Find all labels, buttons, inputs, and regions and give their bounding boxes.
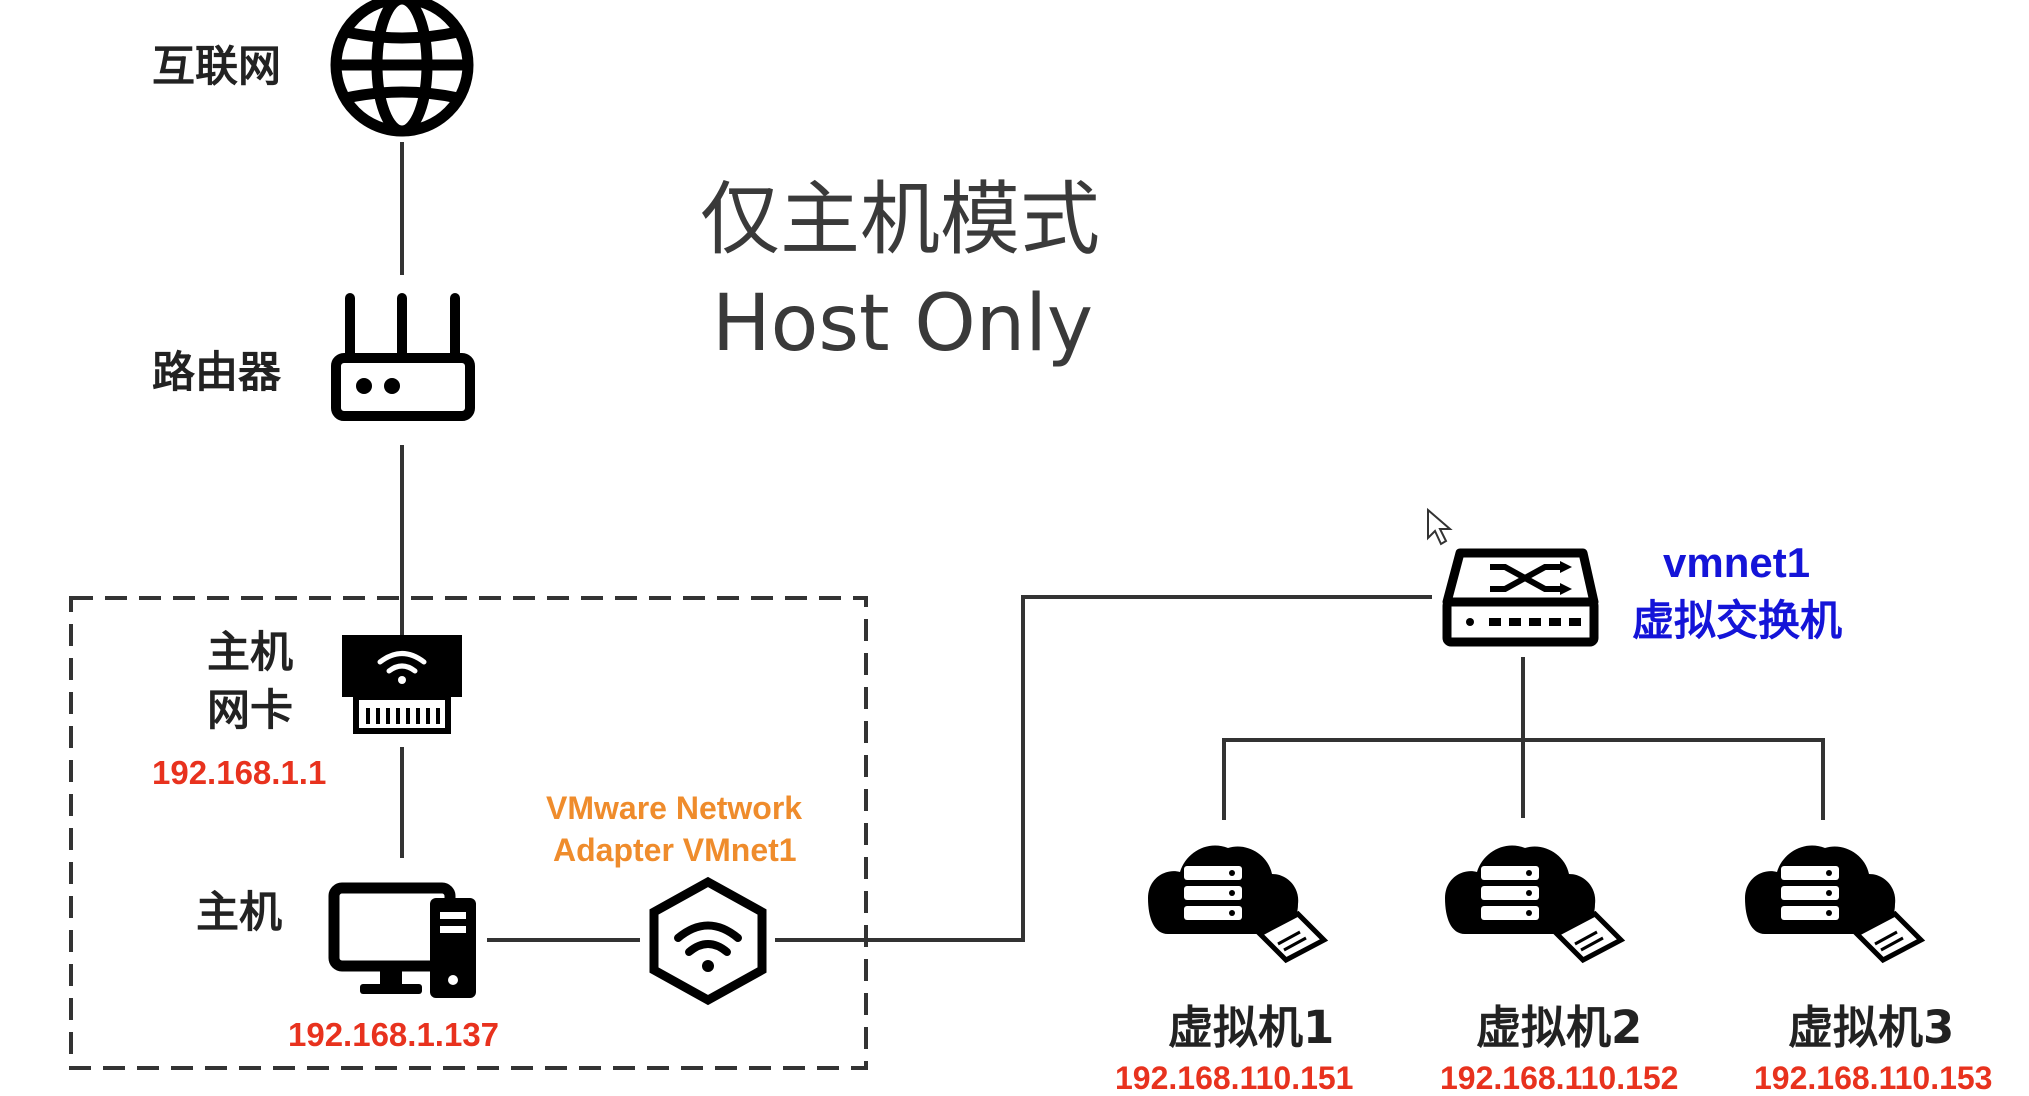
host-nic-label-line2: 网卡 [207, 686, 293, 736]
vm-bus-link [1222, 738, 1825, 820]
adapter-switch-link [775, 595, 1432, 942]
router-label: 路由器 [152, 348, 281, 398]
mouse-cursor-icon [1427, 507, 1453, 546]
vswitch-label-line2: 虚拟交换机 [1632, 596, 1843, 645]
cloud-server-icon [1148, 845, 1329, 964]
desktop-computer-icon [328, 882, 476, 998]
host-nic-ip: 192.168.1.1 [152, 754, 327, 791]
vm3-label: 虚拟机3 [1788, 1001, 1955, 1054]
vswitch-label-line1: vmnet1 [1663, 539, 1811, 586]
cloud-server-icon [1745, 845, 1926, 964]
vmnet-adapter-label-line1: VMware Network [546, 790, 803, 826]
vm3-ip: 192.168.110.153 [1754, 1060, 1993, 1096]
vmnet-adapter-label-line2: Adapter VMnet1 [553, 832, 797, 868]
diagram-title-en: Host Only [712, 279, 1094, 369]
vm1-label: 虚拟机1 [1168, 1001, 1335, 1054]
host-nic-label-line1: 主机 [207, 628, 293, 678]
host-label: 主机 [196, 888, 282, 938]
connection-lines [400, 142, 1825, 942]
vm1-ip: 192.168.110.151 [1115, 1060, 1354, 1096]
globe-icon [330, 0, 474, 137]
network-card-icon [342, 635, 462, 734]
wifi-hexagon-icon [649, 876, 767, 1006]
vm2-label: 虚拟机2 [1476, 1001, 1643, 1054]
host-ip: 192.168.1.137 [288, 1016, 500, 1053]
host-boundary [69, 596, 868, 1070]
network-switch-icon [1442, 548, 1599, 647]
internet-label: 互联网 [152, 42, 281, 92]
router-icon [331, 293, 475, 421]
cloud-server-icon [1445, 845, 1626, 964]
diagram-title-cn: 仅主机模式 [700, 173, 1100, 266]
vm2-ip: 192.168.110.152 [1440, 1060, 1679, 1096]
